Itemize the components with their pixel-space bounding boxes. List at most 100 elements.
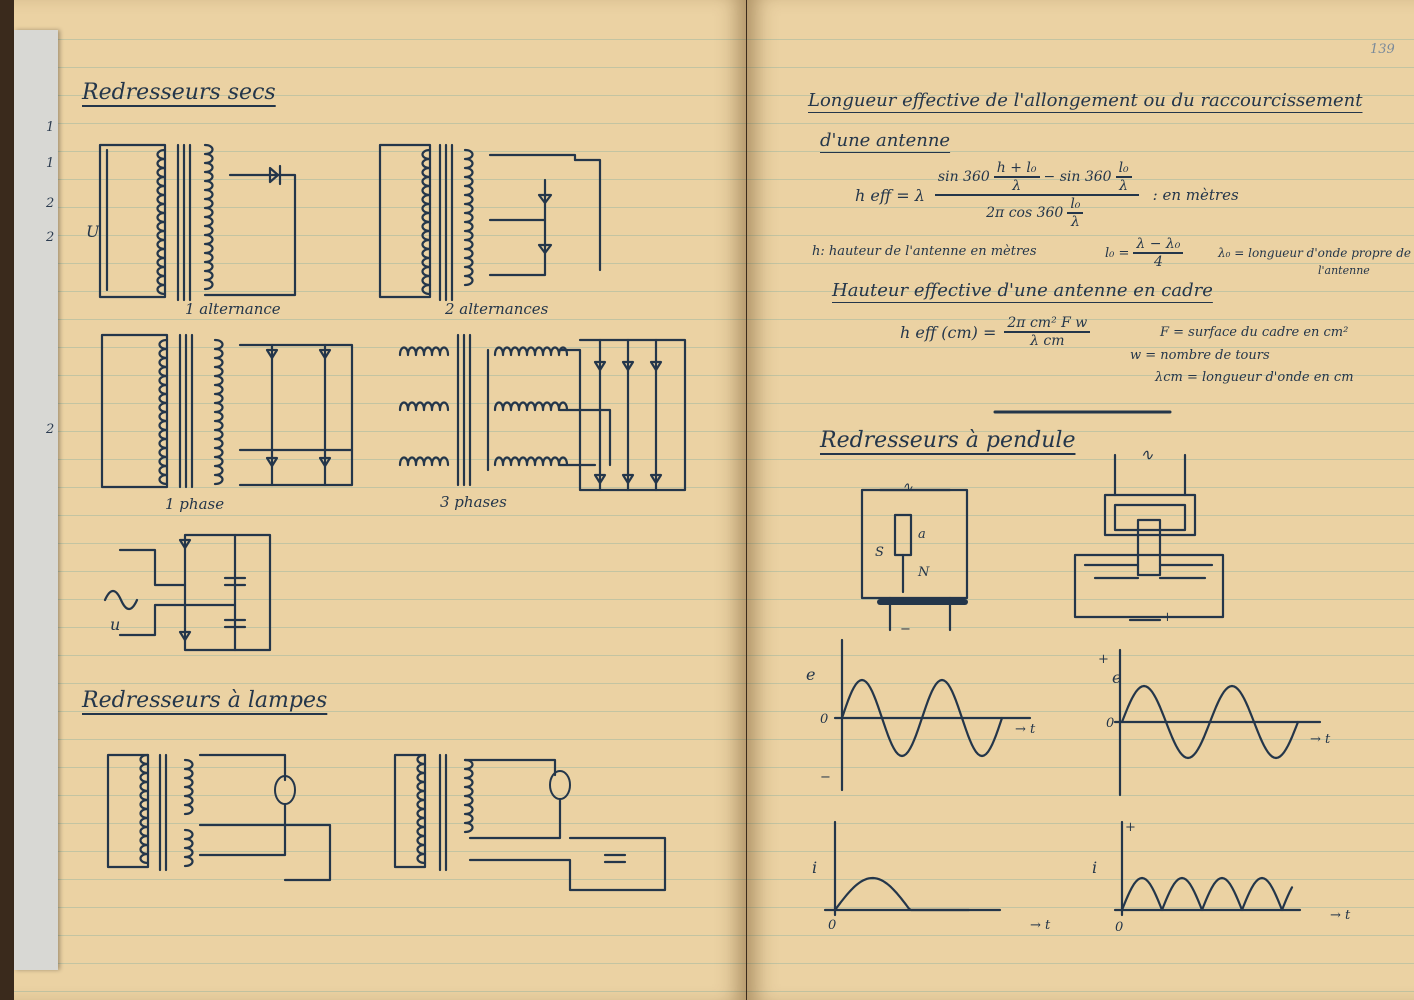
pendulum-label-a: a xyxy=(918,527,926,542)
formula-lhs: h eff = λ xyxy=(855,185,925,205)
frac-a-num: h + l₀ xyxy=(993,160,1040,178)
formula-denominator: 2π cos 360 xyxy=(986,205,1064,221)
label-U: U xyxy=(86,222,100,241)
coil xyxy=(398,401,450,412)
coil xyxy=(493,456,569,467)
label-u: u xyxy=(110,615,121,634)
title-frame-antenna: Hauteur effective d'une antenne en cadre xyxy=(832,280,1213,301)
coil xyxy=(493,401,569,412)
l0-num: λ − λ₀ xyxy=(1133,236,1184,254)
circuit-2-alternances xyxy=(378,143,602,302)
circuit-3-phases xyxy=(456,333,687,492)
formula2-lhs: h eff (cm) = xyxy=(900,322,997,342)
coil xyxy=(398,346,450,357)
page-number: 139 xyxy=(1370,42,1395,57)
title-antenna-2: d'une antenne xyxy=(820,130,951,151)
graph1-t: → t xyxy=(1015,722,1036,737)
frac-c-num: l₀ xyxy=(1067,196,1084,214)
pendulum-label-S: S xyxy=(875,545,884,560)
margin-mark: 2 xyxy=(46,422,55,437)
frac-a-den: λ xyxy=(1012,178,1022,194)
graph3-label-i: i xyxy=(812,858,818,877)
frac-b-num: l₀ xyxy=(1115,160,1132,178)
formula2-den: λ cm xyxy=(1030,333,1065,349)
title-redresseurs-a-lampes: Redresseurs à lampes xyxy=(82,688,328,713)
definition-F: F = surface du cadre en cm² xyxy=(1160,325,1349,340)
graph3-t: → t xyxy=(1030,918,1051,933)
caption-3-phases: 3 phases xyxy=(440,493,507,511)
caption-1-phase: 1 phase xyxy=(165,495,225,513)
coil xyxy=(183,828,194,868)
graph4-t: → t xyxy=(1330,908,1351,923)
graph-current-1 xyxy=(823,820,1002,917)
frac-c-den: λ xyxy=(1070,214,1080,230)
definition-lambda0: λ₀ = longueur d'onde propre de xyxy=(1218,246,1411,260)
circuit-1-alternance xyxy=(98,143,297,302)
formula-sin-b: − sin 360 xyxy=(1043,169,1112,185)
graph2-label-e: e xyxy=(1112,668,1122,687)
l0-den: 4 xyxy=(1153,254,1163,270)
coil xyxy=(493,346,569,357)
graph3-zero: 0 xyxy=(828,918,837,933)
coil xyxy=(463,758,474,834)
formula-unit: : en mètres xyxy=(1152,186,1239,204)
formula-sin-a: sin 360 xyxy=(937,169,990,185)
definition-h: h: hauteur de l'antenne en mètres xyxy=(812,244,1037,259)
circuit-lamp-1 xyxy=(106,753,332,882)
circuit-doubler xyxy=(103,533,272,652)
title-antenna: Longueur effective de l'allongement ou d… xyxy=(808,90,1363,111)
graph1-label-e: e xyxy=(806,665,816,684)
graph-voltage-2 xyxy=(1113,648,1322,797)
pendulum-minus: − xyxy=(900,622,911,637)
graph1-zero: 0 xyxy=(820,712,829,727)
graph2-t: → t xyxy=(1310,732,1331,747)
l0-lhs: l₀ = xyxy=(1105,245,1130,261)
coil xyxy=(158,338,169,486)
graph-current-2 xyxy=(1113,820,1302,917)
circuit-1-phase xyxy=(100,333,354,489)
coil xyxy=(203,143,214,291)
coil xyxy=(183,758,194,816)
coil xyxy=(139,753,150,865)
pendulum-ac-label: ∿ xyxy=(902,480,913,495)
caption-1-alternance: 1 alternance xyxy=(185,300,281,318)
title-redresseurs-a-pendule: Redresseurs à pendule xyxy=(820,428,1076,453)
margin-mark: 1 xyxy=(46,156,55,171)
graph4-zero: 0 xyxy=(1115,920,1124,935)
coil xyxy=(416,753,427,865)
right-page xyxy=(747,0,1414,1000)
coil xyxy=(213,338,224,486)
margin-mark: 2 xyxy=(46,196,55,211)
graph2-zero: 0 xyxy=(1106,716,1115,731)
coil xyxy=(156,148,167,296)
pendulum-diagram-2 xyxy=(1073,453,1225,622)
formula2-num: 2π cm² F w xyxy=(1004,315,1091,333)
graph1-minus: − xyxy=(820,770,831,785)
title-redresseurs-secs: Redresseurs secs xyxy=(82,80,276,105)
definition-lambda0-2: l'antenne xyxy=(1318,264,1370,277)
pendulum2-plus: + xyxy=(1162,610,1173,625)
definition-w: w = nombre de tours xyxy=(1130,348,1270,363)
inserted-paper-edge: 1 1 2 2 2 xyxy=(14,30,58,970)
pendulum-diagram-1 xyxy=(860,488,969,632)
coil xyxy=(463,148,474,287)
graph4-plus: + xyxy=(1125,820,1136,835)
coil xyxy=(421,148,432,296)
graph4-label-i: i xyxy=(1092,858,1098,877)
graph2-plus: + xyxy=(1098,652,1109,667)
circuit-lamp-2 xyxy=(393,753,667,892)
pendulum-label-N: N xyxy=(918,565,930,580)
caption-2-alternances: 2 alternances xyxy=(445,300,549,318)
definition-lambda-cm: λcm = longueur d'onde en cm xyxy=(1155,370,1354,385)
pendulum2-ac-label: ∿ xyxy=(1140,445,1154,464)
